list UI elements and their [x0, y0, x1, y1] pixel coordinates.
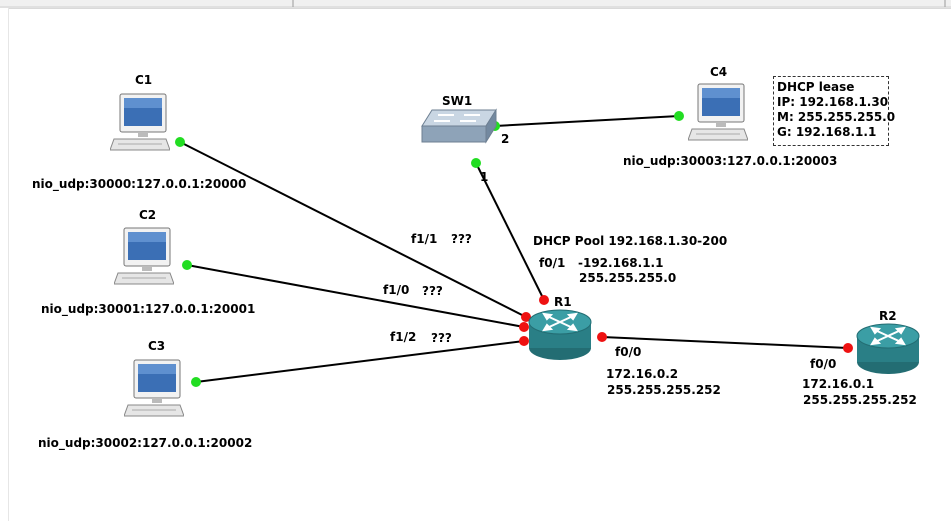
node-label-c2: C2	[139, 208, 157, 222]
interface-label-r2-f0-0: f0/0	[810, 357, 837, 371]
top-frame	[0, 0, 951, 9]
interface-label-f1-0: f1/0	[383, 283, 410, 297]
r1-f0-1-mask: 255.255.255.0	[579, 271, 677, 285]
status-dot-c1	[175, 137, 185, 147]
dhcp-lease-note[interactable]: DHCP lease IP: 192.168.1.30 M: 255.255.2…	[773, 76, 896, 146]
node-label-r1: R1	[554, 295, 572, 309]
dhcp-lease-ip: IP: 192.168.1.30	[777, 95, 889, 109]
node-label-r2: R2	[879, 309, 897, 323]
computer-c2-icon[interactable]	[114, 226, 174, 288]
r1-f0-0-mask: 255.255.255.252	[607, 383, 721, 397]
link-r1-r2[interactable]	[601, 336, 849, 349]
status-dot-sw1-port1	[471, 158, 481, 168]
dhcp-pool-label: DHCP Pool 192.168.1.30-200	[533, 234, 728, 248]
status-dot-c3	[191, 377, 201, 387]
dhcp-lease-gateway: G: 192.168.1.1	[777, 125, 877, 139]
dhcp-lease-mask: M: 255.255.255.0	[777, 110, 896, 124]
status-dot-r1-f0-1	[539, 295, 549, 305]
r1-f0-1-ip: -192.168.1.1	[578, 256, 664, 270]
node-label-sw1: SW1	[442, 94, 473, 108]
r1-f0-0-ip: 172.16.0.2	[606, 367, 679, 381]
link-c2-r1[interactable]	[186, 264, 525, 328]
computer-c3-icon[interactable]	[124, 358, 184, 420]
router-r2-icon[interactable]	[855, 322, 921, 376]
link-c1-r1[interactable]	[179, 141, 527, 318]
interface-label-f1-1: f1/1	[411, 232, 438, 246]
status-dot-c2	[182, 260, 192, 270]
computer-c4-icon[interactable]	[688, 82, 748, 144]
left-frame	[0, 8, 9, 521]
nio-label-c1: nio_udp:30000:127.0.0.1:20000	[32, 177, 247, 191]
nio-label-c2: nio_udp:30001:127.0.0.1:20001	[41, 302, 256, 316]
port-label-sw1-2: 2	[501, 132, 510, 146]
computer-c1-icon[interactable]	[110, 92, 170, 154]
switch-sw1-icon[interactable]	[420, 106, 500, 148]
link-sw1-c4[interactable]	[494, 115, 680, 127]
unknown-label-f1-1: ???	[451, 232, 472, 246]
router-r1-icon[interactable]	[527, 308, 593, 362]
node-label-c1: C1	[135, 73, 153, 87]
status-dot-r1-f1-1	[521, 312, 531, 322]
node-label-c3: C3	[148, 339, 166, 353]
nio-label-c3: nio_udp:30002:127.0.0.1:20002	[38, 436, 253, 450]
node-label-c4: C4	[710, 65, 728, 79]
interface-label-r1-f0-0: f0/0	[615, 345, 642, 359]
link-c3-r1[interactable]	[195, 340, 525, 383]
r2-f0-0-ip: 172.16.0.1	[802, 377, 875, 391]
status-dot-r2-f0-0	[843, 343, 853, 353]
unknown-label-f1-0: ???	[422, 284, 443, 298]
dhcp-lease-title: DHCP lease	[777, 80, 855, 94]
unknown-label-f1-2: ???	[431, 331, 452, 345]
status-dot-c4	[674, 111, 684, 121]
status-dot-r1-f0-0	[597, 332, 607, 342]
top-ruler	[0, 0, 951, 8]
link-sw1-r1[interactable]	[475, 162, 545, 301]
status-dot-r1-f1-2	[519, 336, 529, 346]
status-dot-r1-f1-0	[519, 322, 529, 332]
nio-label-c4: nio_udp:30003:127.0.0.1:20003	[623, 154, 838, 168]
interface-label-f0-1: f0/1	[539, 256, 566, 270]
port-label-sw1-1: 1	[480, 170, 489, 184]
interface-label-f1-2: f1/2	[390, 330, 417, 344]
r2-f0-0-mask: 255.255.255.252	[803, 393, 917, 407]
